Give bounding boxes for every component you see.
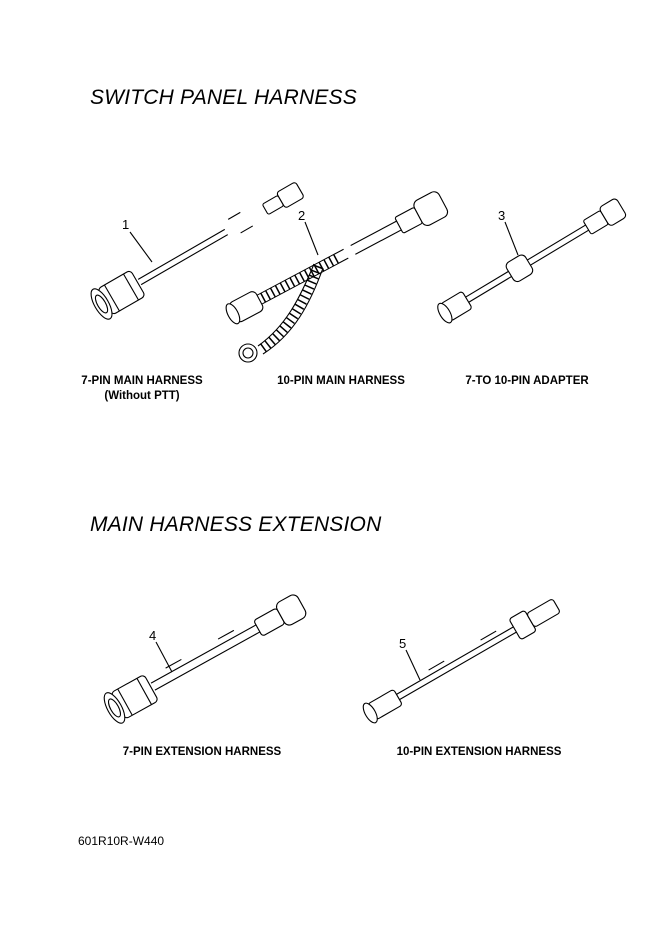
- figure-code: 601R10R-W440: [78, 834, 165, 848]
- callout-5: 5: [399, 636, 406, 651]
- harness-10pin-extension-drawing: [362, 599, 560, 724]
- callout-2: 2: [298, 208, 305, 223]
- part-note-1: (Without PTT): [104, 390, 180, 402]
- section-title-main-harness-extension: MAIN HARNESS EXTENSION: [90, 513, 382, 536]
- part-name-1: 7-PIN MAIN HARNESS: [81, 375, 203, 387]
- harness-7pin-extension-drawing: [103, 594, 307, 724]
- part-label-2: 10-PIN MAIN HARNESS: [277, 375, 405, 387]
- callout-leader-5: [405, 649, 421, 681]
- callout-leader-2: [304, 221, 319, 256]
- callout-1: 1: [122, 217, 129, 232]
- part-label-1: 7-PIN MAIN HARNESS (Without PTT): [81, 374, 202, 404]
- part-label-5: 10-PIN EXTENSION HARNESS: [396, 746, 562, 758]
- callout-leader-1: [129, 231, 153, 263]
- part-label-4: 7-PIN EXTENSION HARNESS: [122, 746, 282, 758]
- harness-10pin-main-drawing: [225, 191, 449, 363]
- harness-7pin-main-drawing: [90, 182, 304, 320]
- callout-leader-4: [155, 641, 173, 673]
- callout-3: 3: [498, 208, 505, 223]
- part-label-3: 7-TO 10-PIN ADAPTER: [465, 375, 589, 387]
- section-title-switch-panel-harness: SWITCH PANEL HARNESS: [90, 86, 357, 109]
- callout-leader-3: [504, 221, 519, 256]
- callout-4: 4: [149, 628, 156, 643]
- adapter-7to10pin-drawing: [437, 198, 627, 324]
